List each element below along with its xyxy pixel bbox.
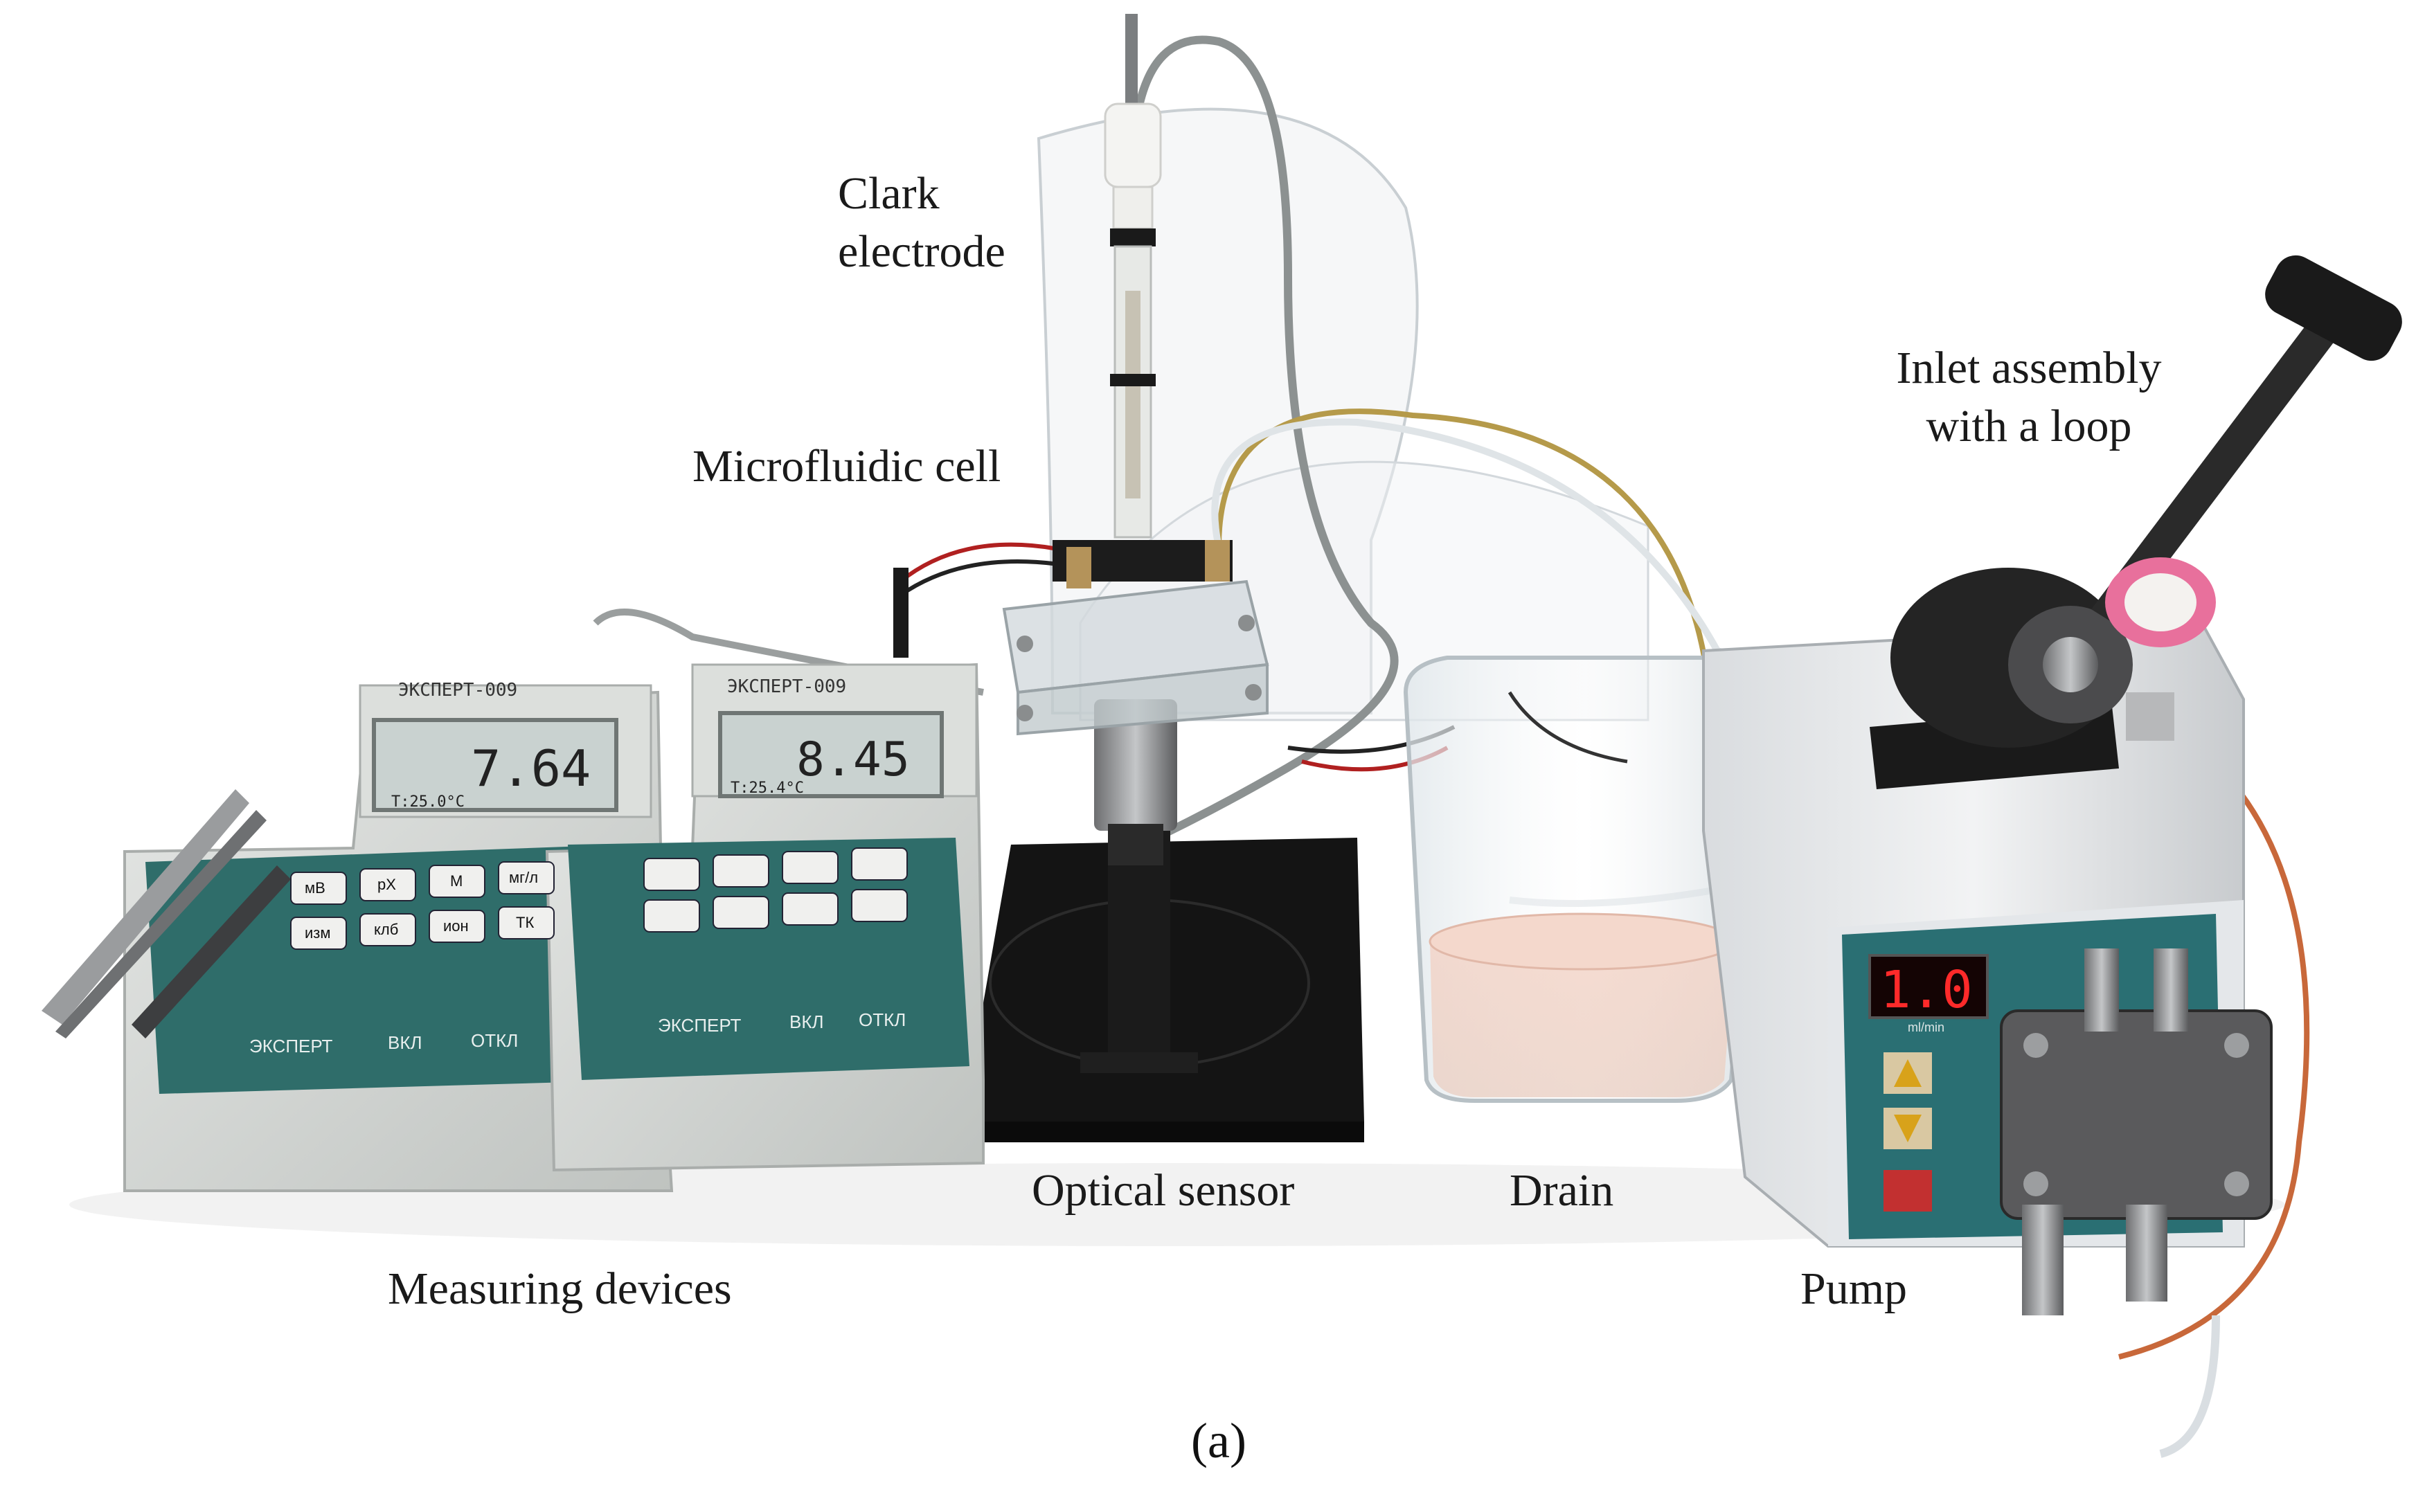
- inlet-assembly: [1870, 255, 2402, 789]
- meter-right-off: ОТКЛ: [859, 1009, 906, 1030]
- key-ion: ион: [443, 917, 469, 935]
- label-measuring-devices: Measuring devices: [388, 1263, 732, 1314]
- hplc-pump: 1.0 ml/min: [1702, 621, 2273, 1315]
- keypad-keys: [290, 847, 908, 950]
- label-microfluidic-cell: Microfluidic cell: [692, 441, 1001, 492]
- meter-right-on: ВКЛ: [789, 1011, 824, 1032]
- label-clark-line2: electrode: [838, 226, 1005, 278]
- key-mgl: мг/л: [509, 869, 538, 886]
- meter-left-brand: ЭКСПЕРТ: [249, 1036, 333, 1056]
- key-izm: изм: [305, 924, 331, 942]
- pump-display: 1.0: [1880, 960, 1973, 1020]
- stand-base: [963, 831, 1364, 1142]
- key-klb: клб: [374, 921, 398, 938]
- tweezers: [42, 789, 291, 1038]
- label-inlet-assembly: Inlet assembly with a loop: [1835, 339, 2223, 456]
- meter-right-brand: ЭКСПЕРТ: [658, 1015, 742, 1036]
- meter-left-model: ЭКСПЕРТ-009: [398, 680, 517, 701]
- label-clark-electrode: Clark electrode: [838, 165, 1005, 282]
- meter-right-reading: 8.45: [796, 732, 910, 787]
- meter-right-model: ЭКСПЕРТ-009: [727, 676, 846, 697]
- clark-electrode: [1104, 14, 1162, 539]
- label-inlet-line2: with a loop: [1926, 401, 2132, 452]
- key-m: M: [450, 872, 463, 890]
- label-clark-line1: Clark: [838, 168, 940, 219]
- drain-beaker: [1403, 656, 1769, 1103]
- meter-left-off: ОТКЛ: [471, 1030, 518, 1051]
- meter-left-on: ВКЛ: [388, 1032, 422, 1053]
- keypad-labels: мВ pX M мг/л изм клб ион ТК: [305, 869, 538, 942]
- meter-right-temp: T:25.4°C: [731, 780, 804, 797]
- key-px: pX: [377, 876, 396, 893]
- panel-tag: (a): [1191, 1413, 1246, 1468]
- label-pump: Pump: [1800, 1263, 1908, 1314]
- label-inlet-line1: Inlet assembly: [1896, 343, 2162, 393]
- meter-brand-row: ЭКСПЕРТ ВКЛ ОТКЛ ЭКСПЕРТ ВКЛ ОТКЛ: [249, 1009, 906, 1056]
- connector-plug: [893, 568, 909, 658]
- label-optical-sensor: Optical sensor: [1032, 1165, 1295, 1216]
- meter-left-reading: 7.64: [471, 739, 591, 798]
- key-mv: мВ: [305, 879, 325, 897]
- microfluidic-cell: [1002, 540, 1269, 736]
- key-tk: ТК: [516, 914, 534, 931]
- pump-unit: ml/min: [1908, 1020, 1944, 1034]
- optical-sensor: [1094, 699, 1177, 865]
- meter-left-temp: T:25.0°C: [391, 793, 465, 811]
- label-drain: Drain: [1510, 1165, 1614, 1216]
